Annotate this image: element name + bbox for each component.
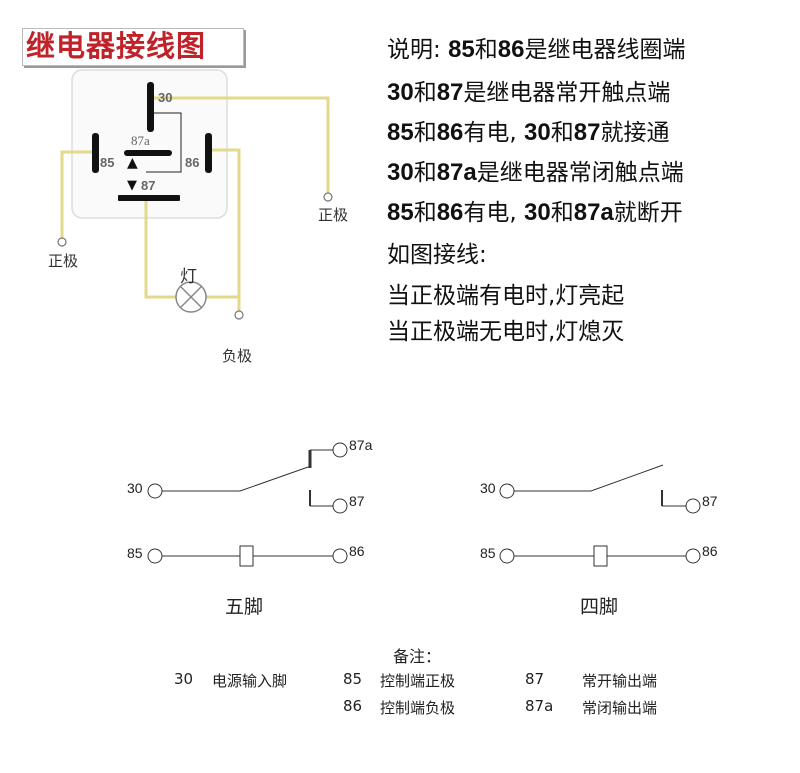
five-pin-title: 五脚 xyxy=(225,596,264,618)
note-desc: 常开输出端 xyxy=(582,672,658,690)
four-pin-graphic xyxy=(499,464,701,567)
explanation-line-2: 30和87是继电器常开触点端 xyxy=(387,79,671,106)
five-pin-label-85: 85 xyxy=(127,545,143,561)
four-pin-label-86: 86 xyxy=(702,543,718,559)
four-pin-title: 四脚 xyxy=(580,596,619,618)
diagram-title: 继电器接线图 xyxy=(26,29,207,63)
pin-label-85: 85 xyxy=(100,155,115,170)
internal-wire xyxy=(146,112,182,173)
five-pin-label-87a: 87a xyxy=(349,437,373,453)
explanation-line-1: 说明: 85和86是继电器线圈端 xyxy=(387,36,686,63)
five-pin-graphic xyxy=(147,442,348,567)
pin-label-86: 86 xyxy=(185,155,200,170)
wires xyxy=(60,96,330,312)
note-num: 30 xyxy=(174,670,194,688)
note-desc: 电源输入脚 xyxy=(212,672,288,690)
note-desc: 控制端负极 xyxy=(380,699,456,717)
terminals xyxy=(57,192,333,320)
explanation-line-6: 如图接线: xyxy=(387,242,487,268)
title-frame xyxy=(22,28,244,66)
arrow-up-icon: ▲ xyxy=(127,155,138,171)
note-num: 87 xyxy=(525,670,545,688)
note-desc: 常闭输出端 xyxy=(582,699,658,717)
arrow-down-icon: ▼ xyxy=(127,178,137,193)
four-pin-label-30: 30 xyxy=(480,480,496,496)
pin-label-87a: 87a xyxy=(131,133,150,148)
note-num: 86 xyxy=(343,697,363,715)
five-pin-label-86: 86 xyxy=(349,543,365,559)
five-pin-label-30: 30 xyxy=(127,480,143,496)
contacts xyxy=(92,82,212,201)
five-pin-label-87: 87 xyxy=(349,493,365,509)
four-pin-label-87: 87 xyxy=(702,493,718,509)
explanation-line-8: 当正极端无电时,灯熄灭 xyxy=(387,319,625,345)
pin-label-87: 87 xyxy=(141,178,156,193)
pin-label-30: 30 xyxy=(158,90,173,105)
positive-terminal-right: 正极 xyxy=(318,206,349,224)
note-num: 87a xyxy=(525,697,554,715)
lamp-icon xyxy=(175,281,207,313)
relay-housing xyxy=(71,69,228,219)
explanation-line-4: 30和87a是继电器常闭触点端 xyxy=(387,159,684,186)
relay-wiring-graphic xyxy=(57,69,333,320)
explanation-line-5: 85和86有电, 30和87a就断开 xyxy=(387,199,683,226)
notes-heading: 备注： xyxy=(393,647,442,666)
explanation-line-7: 当正极端有电时,灯亮起 xyxy=(387,283,625,309)
note-desc: 控制端正极 xyxy=(380,672,456,690)
positive-terminal-left: 正极 xyxy=(48,252,79,270)
four-pin-label-85: 85 xyxy=(480,545,496,561)
lamp-label: 灯 xyxy=(180,267,197,287)
explanation-line-3: 85和86有电, 30和87就接通 xyxy=(387,119,670,146)
negative-terminal: 负极 xyxy=(222,347,253,365)
note-num: 85 xyxy=(343,670,363,688)
